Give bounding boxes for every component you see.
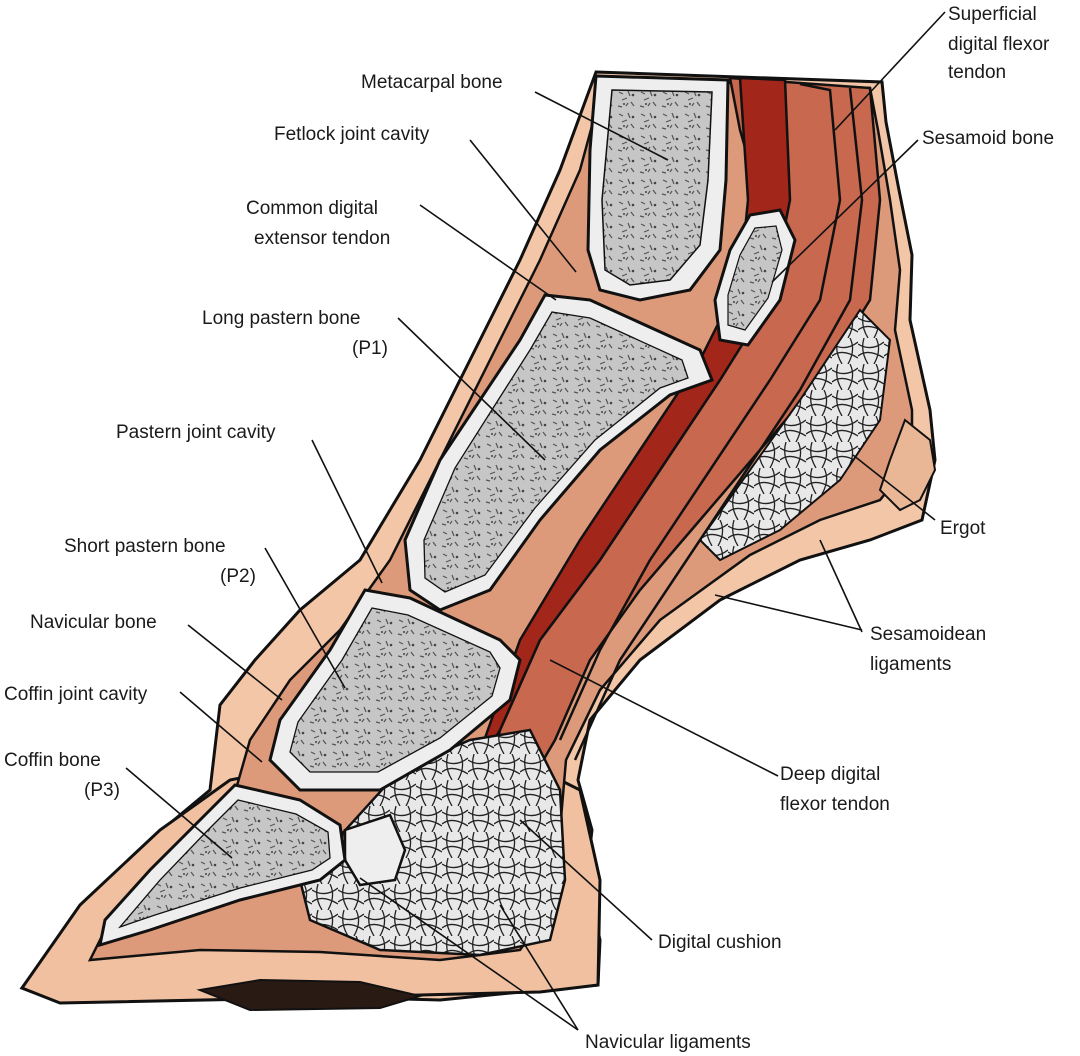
label-coffin-bone-1: Coffin bone (4, 750, 101, 771)
hoof-anatomy (19, 70, 937, 1012)
label-long-pastern-2: (P1) (352, 338, 388, 359)
leader-ergot (852, 454, 936, 521)
leader-navicular-lig-1 (359, 877, 579, 1031)
leader-sesamoidean-1 (714, 594, 863, 631)
leader-metacarpal (534, 91, 669, 161)
label-navicular-ligaments: Navicular ligaments (585, 1032, 751, 1053)
label-short-pastern-1: Short pastern bone (64, 536, 226, 557)
leader-short-pastern (264, 547, 346, 689)
leader-digital-cushion (519, 819, 653, 941)
label-sesamoidean-2: ligaments (870, 654, 951, 675)
leader-coffin-cavity (179, 691, 263, 763)
leader-ddf (549, 659, 779, 777)
leader-long-pastern (397, 317, 546, 461)
leader-pastern-cavity (311, 439, 383, 584)
label-sesamoidean-1: Sesamoidean (870, 624, 986, 645)
leader-sesamoid (771, 139, 919, 283)
leader-sesamoidean-2 (819, 539, 863, 633)
label-digital-cushion: Digital cushion (658, 932, 782, 953)
hoof-sole (196, 978, 424, 1012)
label-navicular-bone: Navicular bone (30, 612, 157, 633)
label-short-pastern-2: (P2) (220, 566, 256, 587)
label-sdf-3: tendon (948, 62, 1006, 83)
label-ddf-1: Deep digital (780, 764, 880, 785)
label-sdf-1: Superficial (948, 4, 1037, 25)
label-pastern-joint-cavity: Pastern joint cavity (116, 422, 276, 443)
label-coffin-bone-2: (P3) (84, 780, 120, 801)
label-metacarpal-bone: Metacarpal bone (361, 72, 503, 93)
leader-extensor (419, 204, 557, 301)
sesamoidean-ligament-area (698, 308, 892, 562)
label-fetlock-joint-cavity: Fetlock joint cavity (274, 124, 430, 145)
leader-navicular-bone (187, 624, 283, 701)
leader-fetlock (469, 139, 577, 273)
label-coffin-joint-cavity: Coffin joint cavity (4, 684, 148, 705)
label-common-digital-2: extensor tendon (254, 228, 390, 249)
label-ergot: Ergot (940, 518, 986, 539)
label-long-pastern-1: Long pastern bone (202, 308, 360, 329)
label-common-digital-1: Common digital (246, 198, 378, 219)
label-sdf-2: digital flexor (948, 34, 1050, 55)
label-sesamoid-bone: Sesamoid bone (922, 128, 1054, 149)
label-ddf-2: flexor tendon (780, 794, 890, 815)
leader-lines (125, 11, 946, 1031)
leader-coffin-bone (125, 767, 233, 859)
leader-navicular-lig-2 (499, 904, 579, 1031)
labels: Metacarpal bone Fetlock joint cavity Com… (4, 4, 1054, 1053)
leader-sdf (834, 11, 946, 131)
